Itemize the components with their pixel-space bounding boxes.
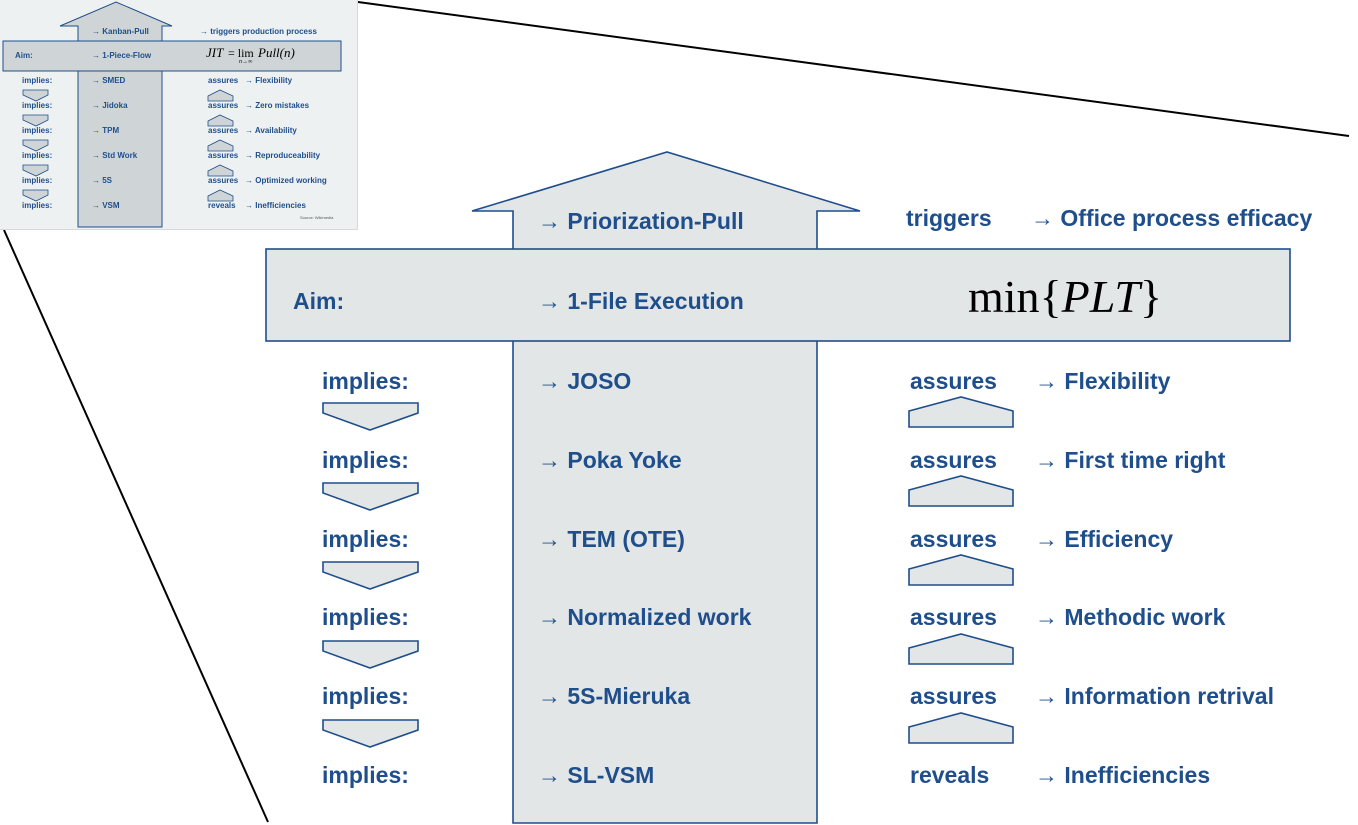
zoom-line-bottom [3,229,269,823]
main-row-verb: assures [910,604,997,630]
thumbnail-source: Source: Wikimedia [300,215,334,220]
thumbnail-row-verb: assures [208,176,239,185]
thumbnail-aim-label: Aim: [15,51,33,60]
thumbnail-row-left: implies: [22,76,53,85]
thumbnail-row-verb: assures [208,76,239,85]
main-top-result: → Office process efficacy [1031,205,1313,231]
main-row-center: → 5S-Mieruka [538,683,691,709]
main-row-verb: assures [910,683,997,709]
main-formula: min{PLT} [968,269,1162,325]
main-up-arrow-3 [908,554,1014,586]
main-formula-arg: PLT [1061,271,1140,322]
main-formula-close-brace: } [1140,271,1163,322]
thumbnail-formula-rhs: Pull(n) [258,45,295,60]
thumbnail-row-verb: assures [208,151,239,160]
thumbnail-down-arrow-4 [22,164,49,177]
thumbnail-up-arrow-5 [207,189,234,202]
thumbnail-row-verb: reveals [208,201,236,210]
main-top-triggers: triggers [906,205,992,231]
thumbnail-up-arrow-3 [207,139,234,152]
thumbnail-row-result: → Reproduceability [245,151,321,160]
main-down-arrow-2 [322,482,419,511]
main-row-result: → Efficiency [1035,526,1174,552]
main-formula-fn: min [968,271,1040,322]
main-row-left: implies: [322,368,409,394]
main-row-center: → Poka Yoke [538,447,682,473]
main-formula-open-brace: { [1039,271,1062,322]
thumbnail-row-center: → VSM [92,201,120,210]
main-row-left: implies: [322,762,409,788]
thumbnail-shapes [2,1,342,228]
main-row-verb: assures [910,368,997,394]
main-row-left: implies: [322,447,409,473]
thumbnail-aim-value: → 1-Piece-Flow [92,51,152,60]
main-row-result: → Inefficiencies [1035,762,1211,788]
main-row-result: → Information retrival [1035,683,1274,709]
thumbnail-row-left: implies: [22,151,53,160]
main-row-center: → TEM (OTE) [538,526,685,552]
thumbnail-row-center: → SMED [92,76,126,85]
thumbnail-row-center: → Jidoka [92,101,128,110]
thumbnail-row-result: → Availability [245,126,297,135]
thumbnail-row-result: → Inefficiencies [245,201,306,210]
main-top-pull: → Priorization-Pull [538,208,744,234]
thumbnail-row-verb: assures [208,101,239,110]
thumbnail-row-result: → Flexibility [245,76,293,85]
main-row-center: → SL-VSM [538,762,655,788]
main-row-result: → First time right [1035,447,1226,473]
main-row-result: → Methodic work [1035,604,1226,630]
thumbnail-down-arrow-3 [22,139,49,152]
main-row-result: → Flexibility [1035,368,1171,394]
thumbnail-row-left: implies: [22,176,53,185]
thumbnail-formula-eq: = lim [228,46,254,60]
main-up-arrow-2 [908,475,1014,507]
thumbnail-up-arrow-4 [207,164,234,177]
main-down-arrow-4 [322,640,419,669]
thumbnail-row-result: → Optimized working [245,176,327,185]
main-down-arrow-1 [322,402,419,431]
main-aim-band [265,248,1291,342]
main-row-center: → JOSO [538,368,632,394]
thumbnail-formula-sub: n→∞ [239,59,253,65]
main-aim-label: Aim: [293,288,345,314]
main-up-arrow-5 [908,712,1014,744]
main-row-verb: assures [910,526,997,552]
main-up-arrow-4 [908,633,1014,665]
main-row-left: implies: [322,526,409,552]
main-down-arrow-5 [322,719,419,748]
main-row-left: implies: [322,604,409,630]
thumbnail-aim-band [2,40,342,72]
thumbnail-up-arrow-2 [207,114,234,127]
main-up-arrow-1 [908,396,1014,428]
thumbnail-row-left: implies: [22,201,53,210]
thumbnail-row-left: implies: [22,126,53,135]
thumbnail-up-arrow-1 [207,89,234,102]
thumbnail-row-result: → Zero mistakes [245,101,310,110]
thumbnail-top-pull: → Kanban-Pull [92,27,149,36]
main-down-arrow-3 [322,561,419,590]
thumbnail-row-center: → TPM [92,126,120,135]
thumbnail-down-arrow-1 [22,89,49,102]
thumbnail-formula-lhs: JIT [206,45,224,60]
zoom-line-top [357,1,1350,137]
thumbnail-panel [0,0,358,230]
main-row-verb: assures [910,447,997,473]
main-row-center: → Normalized work [538,604,752,630]
thumbnail-down-arrow-5 [22,189,49,202]
main-aim-value: → 1-File Execution [538,288,744,314]
main-row-verb: reveals [910,762,990,788]
thumbnail-top-result: → triggers production process [200,27,317,36]
thumbnail-row-center: → Std Work [92,151,138,160]
thumbnail-down-arrow-2 [22,114,49,127]
thumbnail-row-left: implies: [22,101,53,110]
thumbnail-row-verb: assures [208,126,239,135]
main-row-left: implies: [322,683,409,709]
thumbnail-row-center: → 5S [92,176,113,185]
